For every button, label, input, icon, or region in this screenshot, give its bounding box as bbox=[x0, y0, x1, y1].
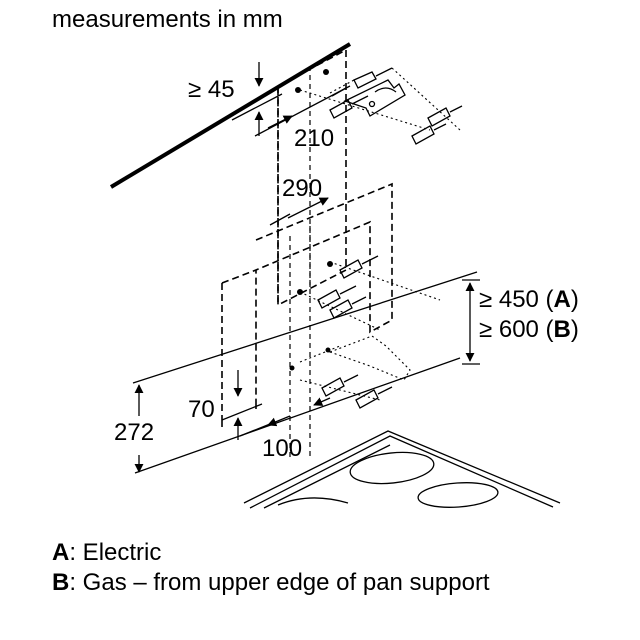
legend: A: Electric B: Gas – from upper edge of … bbox=[52, 538, 490, 598]
middle-frame-outline bbox=[221, 182, 393, 460]
dimension-210: 210 bbox=[254, 85, 351, 152]
dimension-272: 272 bbox=[114, 384, 154, 473]
dimension-70-label: 70 bbox=[188, 396, 215, 423]
dimension-272-label: 272 bbox=[114, 419, 154, 446]
wall-line-lower bbox=[134, 357, 461, 474]
dimension-min-45: ≥ 45 bbox=[188, 62, 283, 136]
dimension-min-600-label: ≥ 600 (B) bbox=[479, 316, 579, 343]
dimension-290: 290 bbox=[269, 175, 329, 226]
dimension-min-450-label: ≥ 450 (A) bbox=[479, 286, 579, 313]
lower-bracket bbox=[289, 335, 411, 381]
dimension-290-label: 290 bbox=[282, 175, 322, 202]
upper-screws bbox=[295, 67, 463, 145]
diagram-title: measurements in mm bbox=[52, 6, 283, 33]
legend-item-a: A: Electric bbox=[52, 538, 490, 568]
legend-text-a: : Electric bbox=[69, 539, 162, 566]
dimension-70: 70 bbox=[188, 370, 263, 440]
middle-screws bbox=[297, 255, 441, 331]
lower-screws bbox=[299, 374, 393, 409]
legend-text-b: : Gas – from upper edge of pan support bbox=[69, 569, 490, 596]
dimension-100: 100 bbox=[239, 397, 331, 462]
cooktop bbox=[243, 430, 561, 509]
dimension-100-label: 100 bbox=[262, 435, 302, 462]
wall-line-upper bbox=[132, 271, 478, 384]
legend-item-b: B: Gas – from upper edge of pan support bbox=[52, 568, 490, 598]
dimension-min-45-label: ≥ 45 bbox=[188, 76, 235, 103]
dimension-min-450-600: ≥ 450 (A) ≥ 600 (B) bbox=[462, 279, 579, 365]
upper-bracket bbox=[343, 79, 406, 117]
lower-chimney-outline bbox=[221, 402, 257, 428]
dimension-210-label: 210 bbox=[294, 125, 334, 152]
legend-key-a: A bbox=[52, 539, 70, 566]
legend-key-b: B bbox=[52, 569, 70, 596]
ceiling-line bbox=[109, 42, 352, 189]
